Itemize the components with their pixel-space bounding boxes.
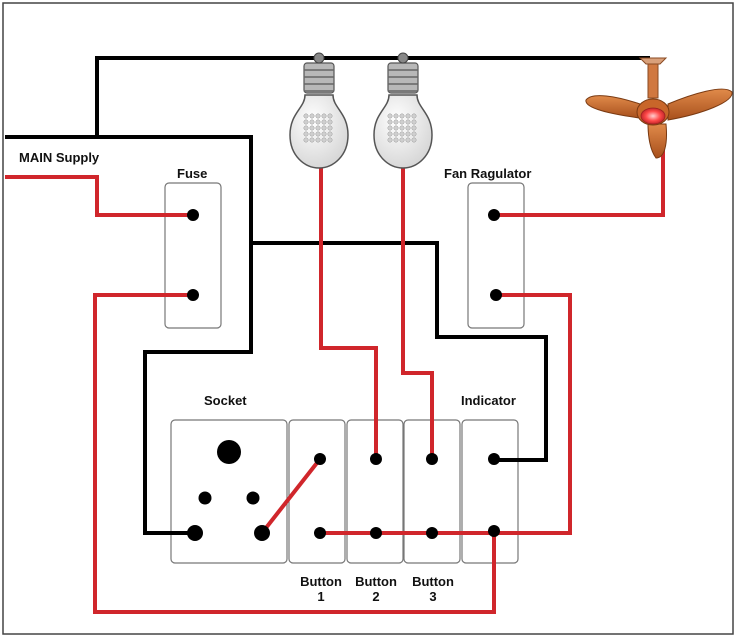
light-bulb-icon xyxy=(289,52,349,169)
live-wire-fuse-to-indicator xyxy=(93,293,496,614)
fuse-terminal-top xyxy=(187,209,199,221)
button3-terminal-top xyxy=(426,453,438,465)
fuse-board xyxy=(164,182,222,329)
button1-terminal-bottom xyxy=(314,527,326,539)
indicator-board xyxy=(461,419,519,564)
fuse-terminal-bottom xyxy=(187,289,199,301)
terminals xyxy=(187,209,502,541)
regulator-terminal-bottom xyxy=(490,289,502,301)
regulator-terminal-top xyxy=(488,209,500,221)
button-3-label-line1: Button xyxy=(412,574,454,589)
indicator-terminal-bottom xyxy=(488,525,500,537)
ceiling-fan-icon xyxy=(585,57,733,159)
button1-terminal-top xyxy=(314,453,326,465)
socket-label: Socket xyxy=(204,393,247,408)
live-wire-regulator-to-indicator xyxy=(494,293,572,535)
live-wire-supply-to-fuse xyxy=(5,175,193,217)
socket-terminal-live xyxy=(254,525,270,541)
fan-regulator-label: Fan Ragulator xyxy=(444,166,532,181)
button2-terminal-top xyxy=(370,453,382,465)
live-wire-bulb1-to-button2 xyxy=(319,168,378,459)
indicator-label: Indicator xyxy=(461,393,516,408)
button-1-label-line1: Button xyxy=(300,574,342,589)
button-1-switch xyxy=(288,419,346,564)
live-wire-regulator-to-fan xyxy=(494,150,665,217)
live-wires xyxy=(5,150,665,614)
button-2-label-line1: Button xyxy=(355,574,397,589)
button-2-label-line2: 2 xyxy=(372,589,380,604)
fuse-label: Fuse xyxy=(177,166,208,181)
button-2-label: Button 2 xyxy=(351,574,401,604)
main-supply-label: MAIN Supply xyxy=(19,150,100,165)
live-wire-socket-to-button1 xyxy=(260,457,322,535)
neutral-wire-top xyxy=(95,56,650,135)
neutral-wire-indicator xyxy=(251,241,548,462)
button2-terminal-bottom xyxy=(370,527,382,539)
socket-terminal-neutral xyxy=(187,525,203,541)
button-1-label-line2: 1 xyxy=(317,589,325,604)
socket-earth-pin xyxy=(217,440,241,464)
button-3-label: Button 3 xyxy=(408,574,458,604)
socket-pin-left xyxy=(198,491,212,505)
button-3-label-line2: 3 xyxy=(429,589,437,604)
live-wire-bulb2-to-button3 xyxy=(401,168,434,459)
neutral-wires xyxy=(5,56,650,535)
indicator-terminal-top xyxy=(488,453,500,465)
button3-terminal-bottom xyxy=(426,527,438,539)
socket-pin-right xyxy=(246,491,260,505)
fan-regulator-board xyxy=(467,182,525,329)
light-bulb-icon xyxy=(373,52,433,169)
neutral-wire-socket xyxy=(5,135,253,535)
button-1-label: Button 1 xyxy=(296,574,346,604)
